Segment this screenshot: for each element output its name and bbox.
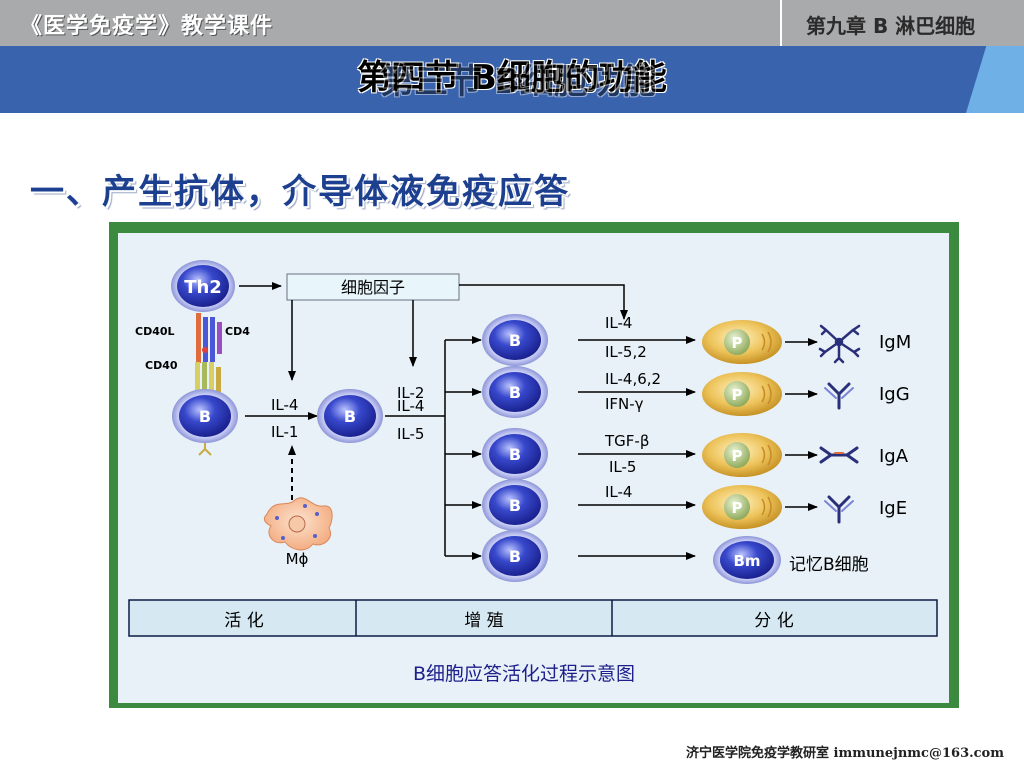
stage-activation: 活 化 [224,611,263,631]
course-title: 《医学免疫学》教学课件 [20,14,274,39]
receptor-complex [195,313,222,396]
proliferating-b-cell-4: B [482,479,548,531]
cd4-label: CD4 [225,325,250,338]
igm-pentamer-icon [818,324,861,364]
proliferating-b-cell-3: B [482,428,548,480]
plasma-cell-1: P [702,320,782,364]
memory-b-cell: Bm [713,536,781,584]
proliferating-b-label-1: B [509,331,521,350]
section-title-ghost: 第三节 B细胞功能 [380,62,656,102]
diagram-frame: 活 化 增 殖 分 化 B细胞应答活化过程示意图 Th2 CD40L CD4 C… [109,222,959,708]
stage-differentiation: 分 化 [754,611,793,631]
plasma-cell-4: P [702,485,782,529]
plasma-label-2: P [732,386,743,404]
ige-antibody-icon [824,495,854,524]
product-iga: IgA [879,446,909,467]
branch-3-signal-1: TGF-β [604,432,649,450]
slide-heading: 一、产生抗体，介导体液免疫应答 [30,172,570,212]
stage-bar [128,599,938,637]
proliferating-b-label-3: B [509,445,521,464]
top-bar [0,0,1024,46]
branch-1-signal-2: IL-5,2 [605,343,647,361]
cd40-label: CD40 [145,359,178,372]
cytokine-box [286,273,460,301]
proliferation-signal-2: IL-4 [397,397,424,415]
proliferating-b-cell-5: B [482,530,548,582]
header-divider [780,0,782,46]
memory-b-label: Bm [733,552,760,570]
iga-dimer-icon [819,446,859,464]
branch-2-signal-1: IL-4,6,2 [605,370,661,388]
product-igg: IgG [879,384,910,405]
stage-proliferation: 增 殖 [464,611,503,631]
activated-b-label: B [344,407,356,426]
proliferating-b-cell-2: B [482,366,548,418]
proliferating-b-label-4: B [509,496,521,515]
proliferating-b-label-5: B [509,547,521,566]
activation-signal-1: IL-4 [271,396,298,414]
diagram-caption: B细胞应答活化过程示意图 [413,663,635,685]
product-ige: IgE [879,498,907,519]
activated-b-cell: B [317,389,383,443]
macrophage-cell [263,497,333,551]
cytokine-label: 细胞因子 [341,278,405,297]
title-band [0,46,1024,113]
activation-signal-2: IL-1 [271,423,298,441]
b-cell-activation-diagram: 活 化 增 殖 分 化 B细胞应答活化过程示意图 Th2 CD40L CD4 C… [118,233,949,703]
th2-cell: Th2 [171,260,235,312]
product-igm: IgM [879,332,911,353]
resting-b-label: B [199,407,211,426]
section-title-text: 第四节 B细胞的功能 [357,58,667,98]
cd40l-label: CD40L [135,325,175,338]
plasma-label-3: P [732,447,743,465]
product-memory-b: 记忆B细胞 [789,555,869,575]
branch-3-signal-2: IL-5 [609,458,636,476]
proliferating-b-cell-1: B [482,314,548,366]
plasma-cell-2: P [702,372,782,416]
footer-credit: 济宁医学院免疫学教研室 immunejnmc@163.com [686,746,1004,761]
branch-1-signal-1: IL-4 [605,314,632,332]
resting-b-cell: B [172,389,238,456]
macrophage-label: Mϕ [286,550,309,568]
th2-label: Th2 [184,277,222,298]
proliferation-signal-1: IL-2 [397,384,424,402]
plasma-label-4: P [732,499,743,517]
plasma-cell-3: P [702,433,782,477]
proliferation-signal-3: IL-5 [397,425,424,443]
chapter-title: 第九章 B 淋巴细胞 [806,14,976,38]
branch-4-signal-1: IL-4 [605,483,632,501]
plasma-label-1: P [732,334,743,352]
igg-antibody-icon [824,382,854,410]
proliferating-b-label-2: B [509,383,521,402]
section-title: 第三节 B细胞功能 第四节 B细胞的功能 [0,50,1024,102]
branch-2-signal-2: IFN-γ [605,395,644,413]
